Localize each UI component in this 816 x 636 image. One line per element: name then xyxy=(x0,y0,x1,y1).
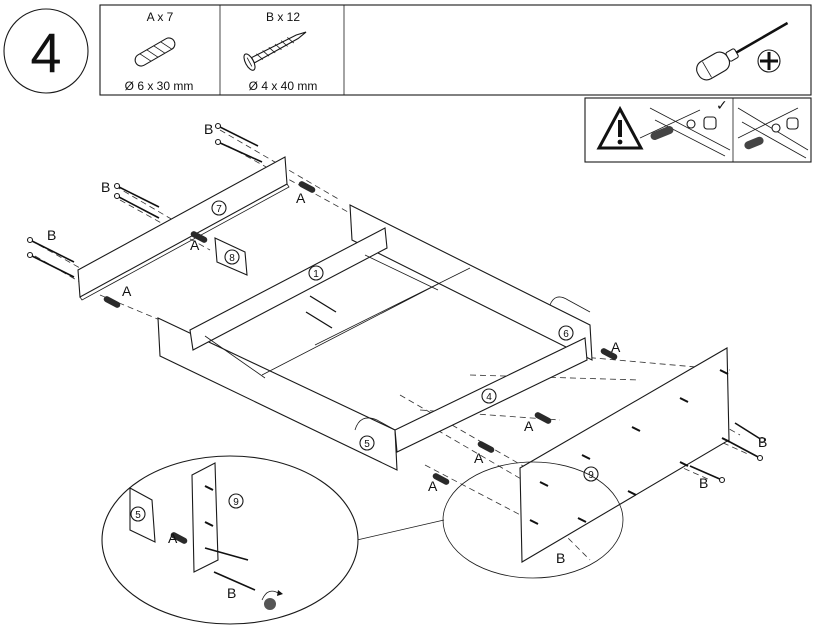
label-a-3: A xyxy=(122,283,132,299)
callout-4: 4 xyxy=(486,392,492,403)
callout-8: 8 xyxy=(229,253,235,264)
screw-b-1 xyxy=(214,122,259,147)
label-a-2: A xyxy=(190,237,200,253)
screw-b-8 xyxy=(729,441,764,462)
label-b-1: B xyxy=(204,121,213,137)
panel-7: 7 xyxy=(77,156,290,301)
panel-8: 8 xyxy=(214,237,248,276)
screw-b-7 xyxy=(734,422,766,444)
callout-7-circle xyxy=(211,200,227,216)
label-a-5: A xyxy=(524,418,534,434)
panel-9: 9 xyxy=(519,347,730,563)
label-b-4: B xyxy=(758,434,767,450)
screw-b-6 xyxy=(26,251,75,278)
dowel-a-2 xyxy=(190,231,208,243)
bed-frame: 6 5 1 4 xyxy=(157,204,593,471)
part-b-label: B x 12 xyxy=(266,10,300,24)
detail-label-b: B xyxy=(227,585,236,601)
letter-labels: B B B A A A A A A A B B B xyxy=(47,121,767,566)
callout-5: 5 xyxy=(364,439,370,450)
dowel-a-4 xyxy=(534,412,552,424)
dowel-icon xyxy=(134,37,176,67)
label-b-5: B xyxy=(699,475,708,491)
screw-b-2 xyxy=(214,138,263,163)
panel-6-rail xyxy=(349,204,593,361)
dowel-a-7 xyxy=(600,348,618,360)
phillips-screwdriver-icon xyxy=(696,21,789,81)
label-a-1: A xyxy=(296,190,306,206)
check-mark: ✓ xyxy=(716,97,728,113)
screw-b-4 xyxy=(113,192,160,219)
warning-box: ✓ xyxy=(584,97,812,163)
screw-b-10 xyxy=(309,295,337,313)
dowel-a-6 xyxy=(432,473,450,485)
dowel-a-1 xyxy=(298,181,316,193)
detail-magnifier: 5 9 A B xyxy=(101,455,624,625)
callout-7: 7 xyxy=(216,204,222,215)
screw-b-11 xyxy=(305,311,333,329)
hardware xyxy=(26,122,766,525)
callout-1: 1 xyxy=(313,269,319,280)
warning-right-panel xyxy=(737,107,809,159)
screw-icon xyxy=(243,31,307,71)
callout-6: 6 xyxy=(563,329,569,340)
panel-1-rail xyxy=(189,227,388,351)
detail-callout-9: 9 xyxy=(233,497,239,508)
label-a-7: A xyxy=(428,478,438,494)
screw-b-3 xyxy=(113,182,160,208)
warning-triangle-icon xyxy=(596,105,644,150)
warning-left-panel xyxy=(639,107,731,157)
label-b-6: B xyxy=(556,550,565,566)
part-a-label: A x 7 xyxy=(147,10,174,24)
dowel-a-5 xyxy=(477,441,495,453)
dowel-a-3 xyxy=(103,296,121,308)
step-number: 4 xyxy=(30,21,61,84)
detail-label-a: A xyxy=(168,530,178,546)
rotate-arrow-icon xyxy=(261,590,283,610)
label-a-4: A xyxy=(611,339,621,355)
screw-b-9 xyxy=(689,465,726,484)
part-b-size: Ø 4 x 40 mm xyxy=(249,79,318,93)
detail-dowel xyxy=(170,532,188,544)
step-indicator: 4 xyxy=(3,8,89,94)
label-b-2: B xyxy=(101,179,110,195)
label-b-3: B xyxy=(47,227,56,243)
detail-callout-5: 5 xyxy=(135,510,141,521)
panel-5-rail xyxy=(157,317,398,471)
label-a-6: A xyxy=(474,450,484,466)
parts-box: A x 7 Ø 6 x 30 mm B x 12 Ø 4 x 40 mm xyxy=(99,4,812,96)
part-a-size: Ø 6 x 30 mm xyxy=(125,79,194,93)
detail-panel-5: 5 xyxy=(129,487,156,543)
screw-b-5 xyxy=(26,236,75,263)
